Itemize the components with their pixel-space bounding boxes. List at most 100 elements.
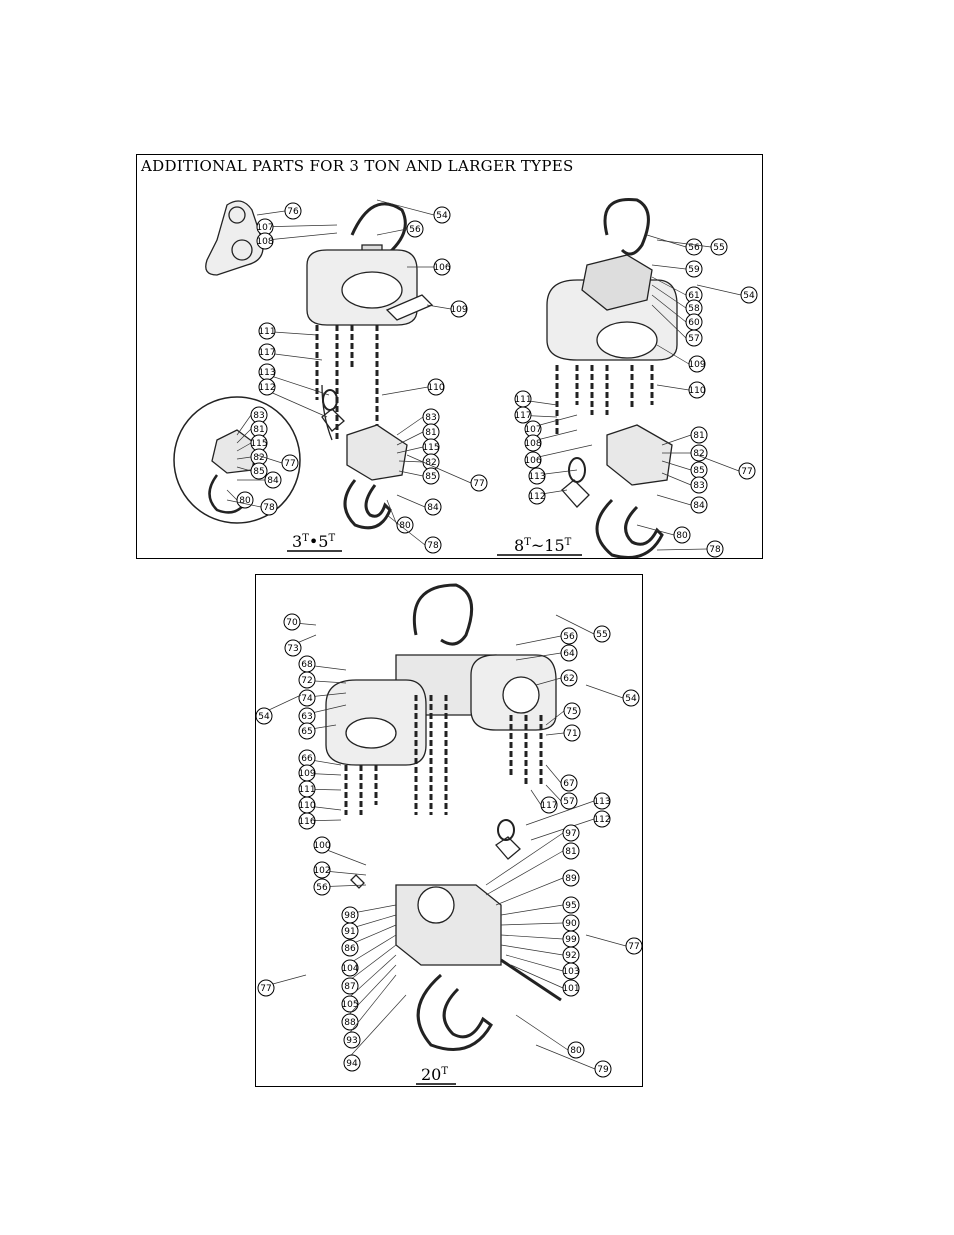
top-left-part-callout: 115 — [396, 438, 440, 456]
bottom-part-callout-number: 81 — [565, 847, 576, 857]
bottom-part-callout-number: 79 — [597, 1065, 609, 1075]
top-right-part-callout-number: 56 — [688, 243, 700, 253]
bottom-part-callout-number: 102 — [313, 866, 330, 876]
bottom-part-callout: 54 — [585, 684, 640, 707]
bottom-part-callout: 74 — [298, 689, 347, 707]
bottom-part-callout: 95 — [500, 896, 580, 916]
bottom-part-callout: 90 — [500, 914, 580, 932]
bottom-part-callout-number: 67 — [563, 779, 574, 789]
top-right-part-callout: 111 — [514, 390, 558, 408]
bottom-part-callout-number: 64 — [563, 649, 575, 659]
top-figure-panel: ADDITIONAL PARTS FOR 3 TON AND LARGER TY… — [136, 154, 763, 559]
bottom-part-callout: 101 — [510, 964, 580, 997]
top-left-part-callout-number: 56 — [409, 225, 421, 235]
top-left-part-callout: 117 — [258, 343, 323, 361]
top-right-part-callout-number: 84 — [693, 501, 705, 511]
top-right-part-callout: 117 — [514, 406, 558, 424]
bottom-part-callout: 93 — [343, 974, 397, 1049]
top-right-part-callout-number: 54 — [743, 291, 755, 301]
top-inset-part-callout: 82 — [236, 448, 268, 466]
top-left-part-callout: 84 — [396, 494, 442, 516]
bottom-part-callout: 113 — [525, 792, 611, 826]
svg-text:3T•5T: 3T•5T — [292, 532, 335, 551]
bottom-part-callout: 62 — [535, 669, 578, 687]
bottom-part-callout-number: 103 — [562, 967, 579, 977]
bottom-part-callout-number: 62 — [563, 674, 574, 684]
bottom-part-callout: 104 — [341, 934, 397, 977]
top-left-part-callout-number: 85 — [425, 472, 436, 482]
top-inset-part-callout: 77 — [256, 454, 299, 472]
top-right-part-callout: 112 — [528, 487, 568, 505]
top-right-part-callout-number: 80 — [676, 531, 688, 541]
bottom-part-callout: 81 — [485, 842, 580, 896]
bottom-part-callout-number: 74 — [301, 694, 313, 704]
top-right-part-callout-number: 82 — [693, 449, 704, 459]
bottom-part-callout-number: 91 — [344, 927, 355, 937]
bottom-part-callout: 70 — [283, 613, 317, 631]
bottom-part-callout-number: 54 — [625, 694, 637, 704]
top-right-part-callout-number: 112 — [528, 492, 545, 502]
top-left-part-callout-number: 78 — [427, 541, 439, 551]
top-right-part-callout: 58 — [651, 284, 703, 317]
bottom-part-callout: 79 — [535, 1044, 612, 1078]
top-right-part-callout: 106 — [524, 444, 593, 469]
top-right-part-callout-number: 81 — [693, 431, 704, 441]
bottom-part-callout: 71 — [545, 724, 581, 742]
bottom-part-callout: 110 — [298, 796, 342, 814]
top-right-part-callout-number: 58 — [688, 304, 700, 314]
top-right-part-callout: 80 — [636, 524, 691, 544]
top-right-part-callout-number: 77 — [741, 467, 752, 477]
top-left-part-callout: 112 — [258, 378, 328, 418]
top-inset-part-callout-number: 78 — [263, 503, 275, 513]
top-inset-part-callout: 84 — [237, 471, 282, 489]
bottom-part-callout-number: 54 — [258, 712, 270, 722]
top-inset-part-callout: 85 — [236, 462, 268, 480]
top-right-part-callout: 61 — [651, 276, 703, 304]
bottom-part-callout-number: 111 — [298, 785, 315, 795]
bottom-part-callout: 100 — [313, 836, 367, 866]
top-inset-part-callout-number: 84 — [267, 476, 279, 486]
top-left-part-callout: 106 — [407, 258, 451, 276]
top-inset-part-callout: 78 — [226, 498, 278, 516]
bottom-part-callout-number: 77 — [260, 984, 271, 994]
bottom-part-callout-number: 63 — [301, 712, 312, 722]
top-right-part-callout: 84 — [656, 494, 708, 514]
bottom-part-callout-number: 55 — [596, 630, 607, 640]
top-right-part-callout-number: 113 — [528, 472, 545, 482]
bottom-part-callout-number: 113 — [593, 797, 610, 807]
top-left-part-callout: 81 — [396, 423, 440, 446]
bottom-part-callout-number: 101 — [562, 984, 579, 994]
top-left-part-callout-number: 111 — [258, 327, 275, 337]
top-left-part-callout-number: 54 — [436, 211, 448, 221]
bottom-part-callout-number: 73 — [287, 644, 298, 654]
top-left-part-callout-number: 107 — [256, 223, 273, 233]
bottom-part-callout-number: 87 — [344, 982, 355, 992]
top-left-part-callout: 80 — [386, 499, 414, 534]
top-right-part-callout: 55 — [656, 238, 728, 256]
bottom-part-callout-number: 90 — [565, 919, 577, 929]
bottom-part-callout: 56 — [515, 627, 578, 646]
bottom-part-callout-number: 97 — [565, 829, 576, 839]
bottom-part-callout: 80 — [515, 1014, 585, 1059]
top-left-part-callout-number: 83 — [425, 413, 436, 423]
bottom-part-callout-number: 109 — [298, 769, 315, 779]
bottom-part-callout-number: 117 — [540, 801, 557, 811]
top-left-part-callout-number: 76 — [287, 207, 299, 217]
top-left-part-callout-number: 109 — [450, 305, 467, 315]
bottom-part-callout-number: 71 — [566, 729, 577, 739]
bottom-part-callout: 67 — [545, 764, 578, 792]
top-right-part-callout: 109 — [656, 344, 706, 373]
top-inset-part-callout-number: 82 — [253, 453, 264, 463]
bottom-part-callout-number: 99 — [565, 935, 577, 945]
top-right-part-callout: 81 — [661, 426, 708, 446]
bottom-part-callout-number: 66 — [301, 754, 313, 764]
bottom-part-callout-number: 77 — [628, 942, 639, 952]
top-right-part-callout-number: 110 — [688, 386, 705, 396]
top-left-part-callout: 113 — [258, 363, 330, 396]
bottom-part-callout: 102 — [313, 861, 367, 879]
top-right-part-callout-number: 107 — [524, 425, 541, 435]
bottom-part-callout: 97 — [485, 824, 580, 886]
caption-left: 3T•5T — [287, 532, 342, 552]
top-left-part-callout-number: 80 — [399, 521, 411, 531]
